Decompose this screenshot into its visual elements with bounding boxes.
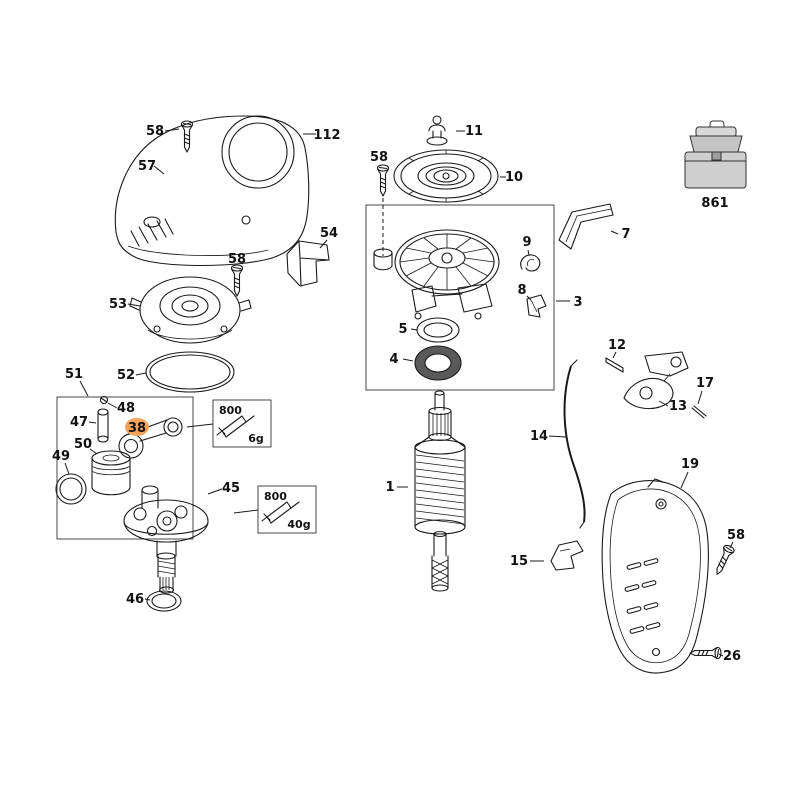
label-1[interactable]: 1: [385, 480, 394, 495]
label-48[interactable]: 48: [117, 401, 135, 416]
leader-lines: [64, 128, 734, 657]
label-grease-6g-code: 800: [219, 404, 242, 417]
label-15[interactable]: 15: [510, 554, 528, 569]
part-13-lever-drawing: [623, 351, 689, 410]
label-58-top-left[interactable]: 58: [146, 124, 164, 139]
part-14-rod-drawing: [563, 359, 586, 529]
part-51-kit-box: [56, 396, 194, 540]
part-5-washer-drawing: [416, 317, 460, 343]
label-50[interactable]: 50: [74, 437, 92, 452]
part-26-screw: [689, 646, 722, 660]
part-labels: 58 112 57 54 58 53 52 51 48 47 38 49 50 …: [52, 124, 745, 664]
label-58-right[interactable]: 58: [727, 528, 745, 543]
part-47-pin-drawing: [97, 408, 109, 443]
label-49[interactable]: 49: [52, 449, 70, 464]
label-10[interactable]: 10: [505, 170, 523, 185]
label-3[interactable]: 3: [573, 295, 582, 310]
label-4[interactable]: 4: [389, 352, 398, 367]
label-grease-6g-qty: 6g: [248, 432, 264, 445]
part-53-housing-drawing: [129, 276, 252, 344]
label-12[interactable]: 12: [608, 338, 626, 353]
part-9-spring-clip-drawing: [520, 254, 541, 272]
part-4-bearing-drawing: [414, 345, 462, 381]
part-58-screw-mid-left: [230, 264, 244, 297]
part-17-pin-drawing: [691, 405, 707, 419]
part-8-plate-drawing: [526, 294, 547, 318]
label-58-center[interactable]: 58: [370, 150, 388, 165]
label-58-mid-left[interactable]: 58: [228, 252, 246, 267]
label-54[interactable]: 54: [320, 226, 338, 241]
label-26[interactable]: 26: [723, 649, 741, 664]
label-45[interactable]: 45: [222, 481, 240, 496]
part-112-gear-cover-drawing: [114, 115, 310, 267]
label-38-highlighted[interactable]: 38: [128, 421, 146, 436]
label-53[interactable]: 53: [109, 297, 127, 312]
label-47[interactable]: 47: [70, 415, 88, 430]
part-3-clutch-drawing: [373, 229, 500, 320]
label-51[interactable]: 51: [65, 367, 83, 382]
label-9[interactable]: 9: [522, 235, 531, 250]
part-48-screw-drawing: [99, 395, 109, 405]
part-45-flange-assembly-drawing: [123, 485, 209, 594]
label-grease-40g-code: 800: [264, 490, 287, 503]
part-861-toolbox-icon: [684, 120, 747, 189]
part-1-armature-drawing: [414, 390, 466, 592]
part-46-ring-drawing: [146, 590, 182, 612]
grease-box-40g: [257, 485, 317, 534]
label-46[interactable]: 46: [126, 592, 144, 607]
part-52-oring-drawing: [145, 351, 235, 393]
label-112[interactable]: 112: [313, 128, 340, 143]
part-19-guard-drawing: [601, 478, 709, 674]
part-50-piston-drawing: [91, 450, 131, 496]
label-8[interactable]: 8: [517, 283, 526, 298]
part-58-screw-center: [376, 164, 390, 197]
part-10-disc-drawing: [393, 149, 499, 203]
label-57[interactable]: 57: [138, 159, 156, 174]
highlight-ellipse-38[interactable]: [125, 418, 149, 436]
part-49-ring-drawing: [55, 473, 87, 505]
label-7[interactable]: 7: [621, 227, 630, 242]
part-3-assembly-box: [365, 204, 555, 391]
part-58-screw-right: [711, 543, 736, 578]
label-grease-40g-qty: 40g: [287, 518, 310, 531]
label-13[interactable]: 13: [669, 399, 687, 414]
grease-box-6g: [212, 399, 272, 448]
part-11-cap-drawing: [426, 115, 448, 146]
part-54-bracket-drawing: [286, 240, 330, 287]
part-15-bracket-drawing: [550, 540, 584, 571]
label-52[interactable]: 52: [117, 368, 135, 383]
label-14[interactable]: 14: [530, 429, 548, 444]
label-19[interactable]: 19: [681, 457, 699, 472]
label-11[interactable]: 11: [465, 124, 483, 139]
part-7-bracket-drawing: [558, 203, 614, 250]
label-5[interactable]: 5: [398, 322, 407, 337]
part-12-pin-drawing: [605, 357, 624, 373]
label-861[interactable]: 861: [701, 196, 728, 211]
label-17[interactable]: 17: [696, 376, 714, 391]
